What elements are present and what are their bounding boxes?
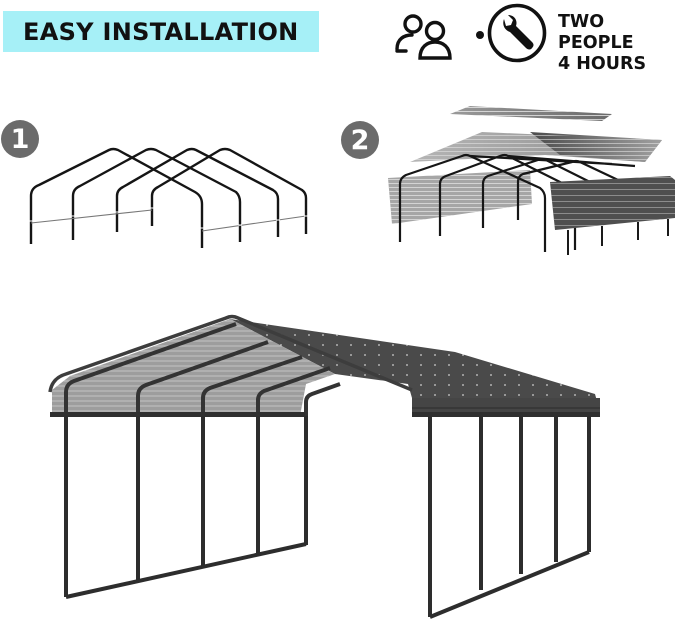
assembled-carport-illustration (48, 314, 600, 619)
step-2-badge: 2 (341, 121, 379, 159)
wrench-icon (487, 3, 547, 63)
install-time: 4 HOURS (558, 54, 647, 74)
step-1-frame-illustration (29, 147, 308, 248)
title-banner: EASY INSTALLATION (3, 11, 319, 52)
install-info: TWO PEOPLE 4 HOURS (390, 2, 679, 74)
step-1-badge: 1 (1, 120, 39, 158)
people-count: TWO PEOPLE (558, 12, 634, 53)
step-2-panels-illustration (388, 106, 675, 255)
dot-separator (476, 31, 484, 39)
two-people-icon (395, 14, 452, 60)
install-info-text: TWO PEOPLE 4 HOURS (558, 12, 679, 75)
page-title: EASY INSTALLATION (23, 17, 299, 46)
